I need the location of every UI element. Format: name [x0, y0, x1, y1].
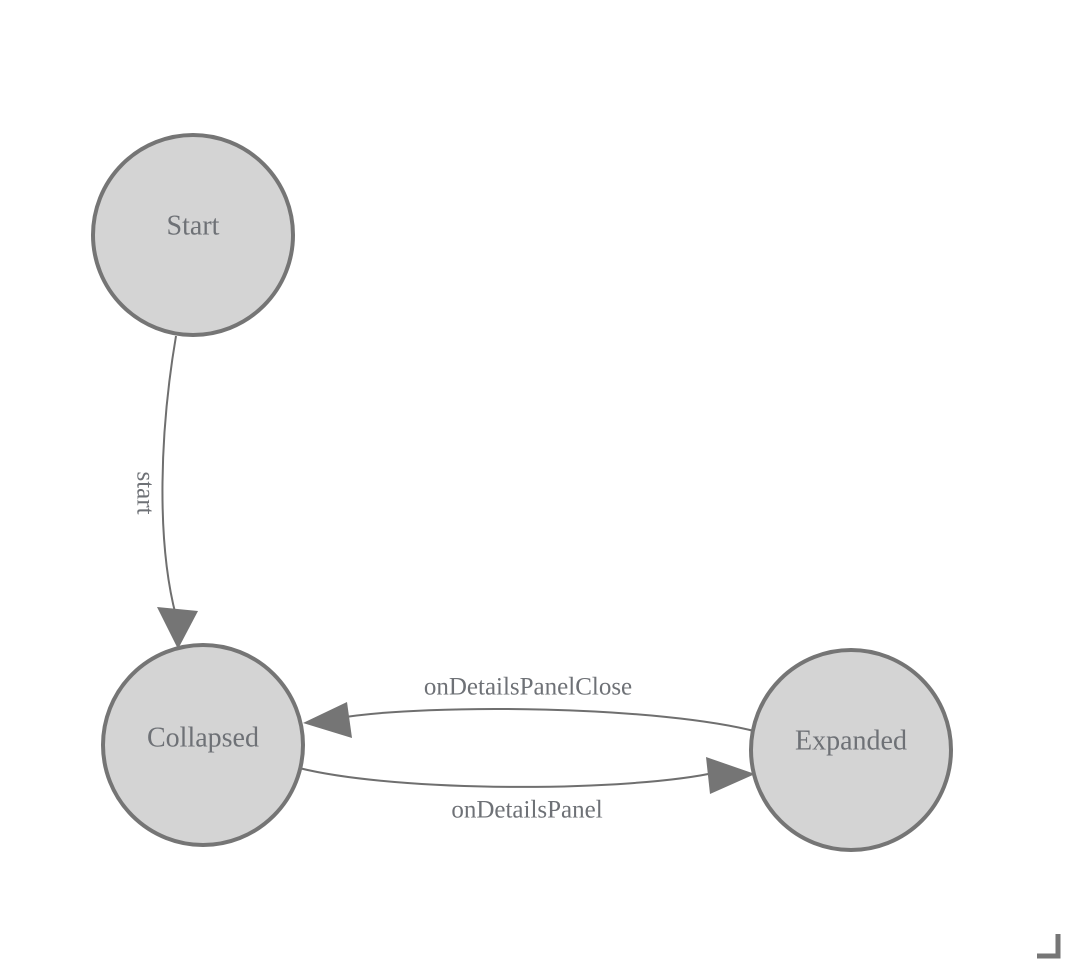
arrowhead-start-to-collapsed — [157, 607, 198, 649]
edge-expanded-to-collapsed[interactable]: onDetailsPanelClose — [303, 674, 759, 738]
node-collapsed[interactable]: Collapsed — [101, 643, 305, 847]
node-expanded-circle — [749, 648, 953, 852]
edge-label-ondetailspanel: onDetailsPanel — [451, 797, 602, 824]
node-expanded[interactable]: Expanded — [749, 648, 953, 852]
resize-handle-icon[interactable] — [1037, 934, 1061, 959]
node-start-label: Start — [167, 210, 220, 241]
arrowhead-expanded-to-collapsed — [303, 702, 352, 738]
edge-collapsed-to-expanded[interactable]: onDetailsPanel — [298, 757, 755, 824]
edge-label-start: start — [131, 471, 158, 514]
node-expanded-label: Expanded — [795, 725, 907, 756]
node-start-circle — [91, 133, 295, 337]
edge-path-collapsed-to-expanded — [298, 767, 719, 788]
edge-label-ondetailspanelclose: onDetailsPanelClose — [424, 674, 632, 701]
node-collapsed-label: Collapsed — [147, 722, 259, 753]
edge-start-to-collapsed[interactable]: start — [131, 335, 198, 649]
node-collapsed-circle — [101, 643, 305, 847]
edge-path-start-to-collapsed — [161, 335, 177, 617]
edge-path-expanded-to-collapsed — [338, 707, 759, 733]
node-start[interactable]: Start — [91, 133, 295, 337]
arrowhead-collapsed-to-expanded — [706, 757, 755, 794]
